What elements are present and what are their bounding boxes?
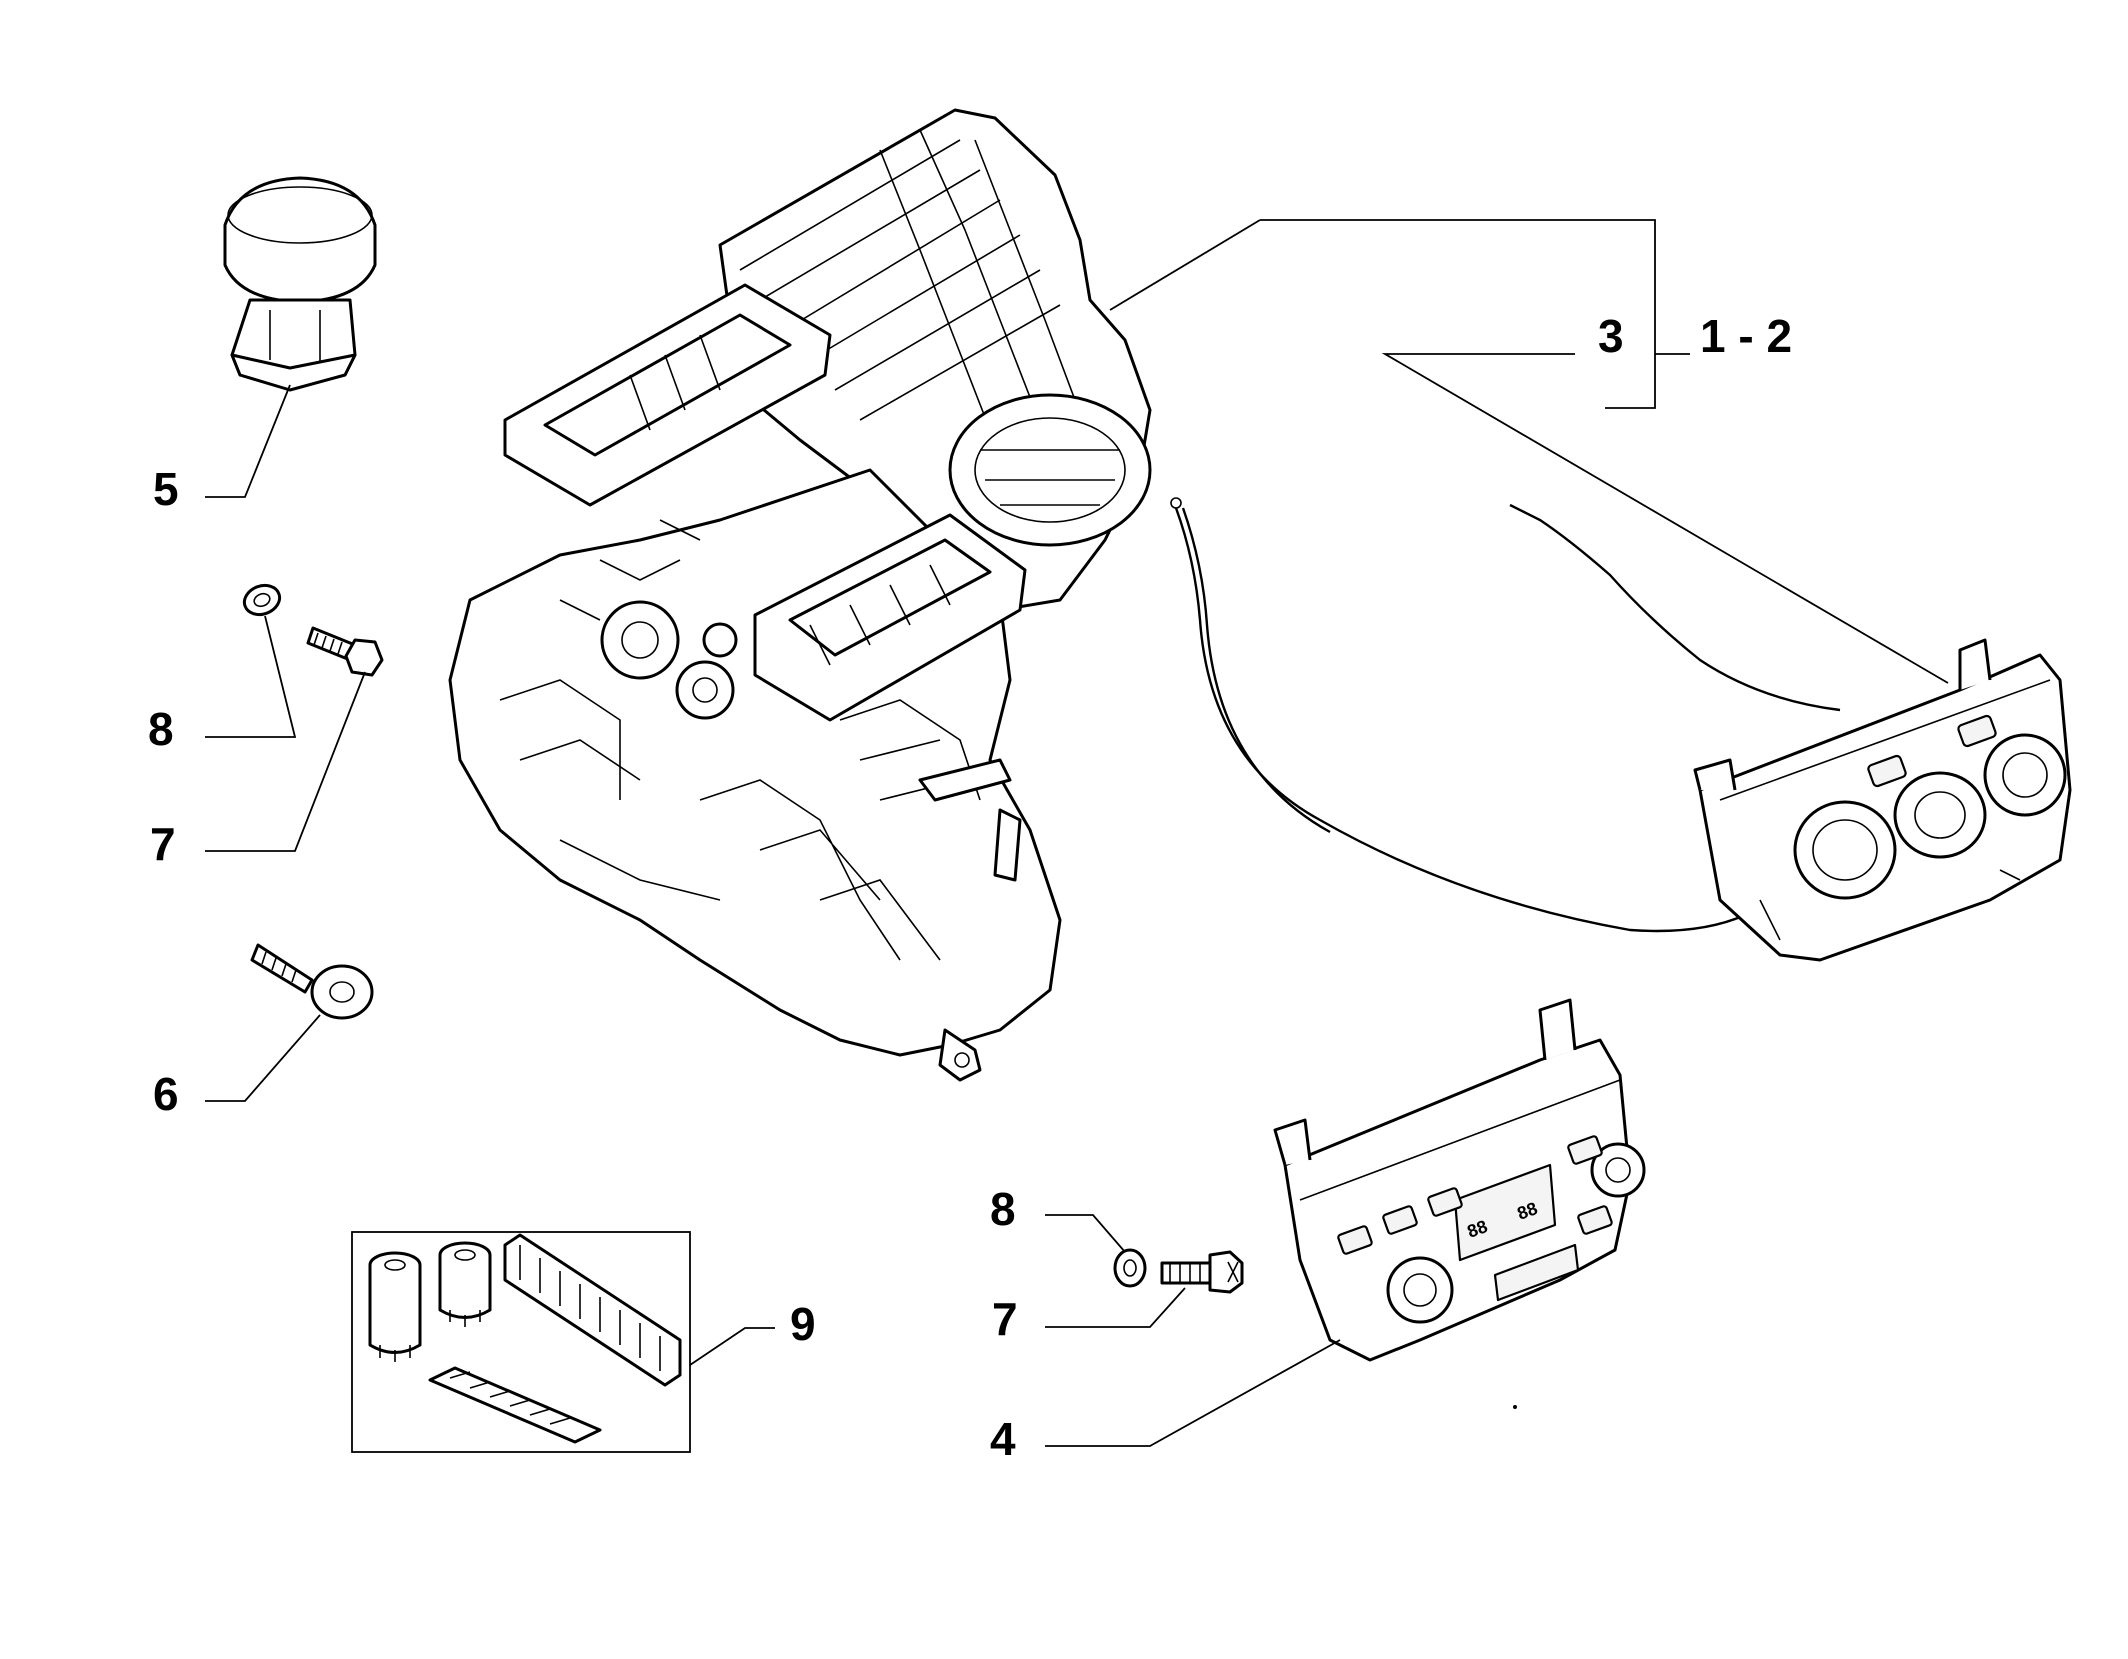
callout-9: 9 — [790, 1298, 816, 1350]
callout-labels: 1 - 2 3 5 8 7 6 9 8 7 4 — [148, 310, 1792, 1465]
callout-4: 4 — [990, 1413, 1016, 1465]
manual-climate-control-panel — [1693, 638, 2072, 962]
bolt-part-lower — [1160, 1250, 1244, 1294]
washer-part-upper — [242, 583, 282, 617]
callout-6: 6 — [153, 1068, 179, 1120]
callout-7-upper: 7 — [150, 818, 176, 870]
bolt-part-upper — [306, 626, 384, 677]
callout-7-lower: 7 — [992, 1293, 1018, 1345]
filter-kit-part — [351, 1231, 691, 1453]
stray-dot — [1513, 1405, 1517, 1409]
hvac-heater-unit — [448, 108, 1152, 1082]
washer-part-lower — [1113, 1248, 1147, 1288]
filter-kit-frame — [351, 1231, 691, 1453]
callout-1-2: 1 - 2 — [1700, 310, 1792, 362]
leader-lines — [205, 219, 1949, 1447]
screw-part — [250, 943, 374, 1020]
callout-8-lower: 8 — [990, 1183, 1016, 1235]
callout-8-upper: 8 — [148, 703, 174, 755]
callout-3: 3 — [1598, 310, 1624, 362]
callout-5: 5 — [153, 463, 179, 515]
automatic-climate-control-panel: 88 88 — [1273, 998, 1646, 1362]
blower-motor-part — [223, 176, 377, 392]
control-cables — [1170, 497, 1841, 933]
